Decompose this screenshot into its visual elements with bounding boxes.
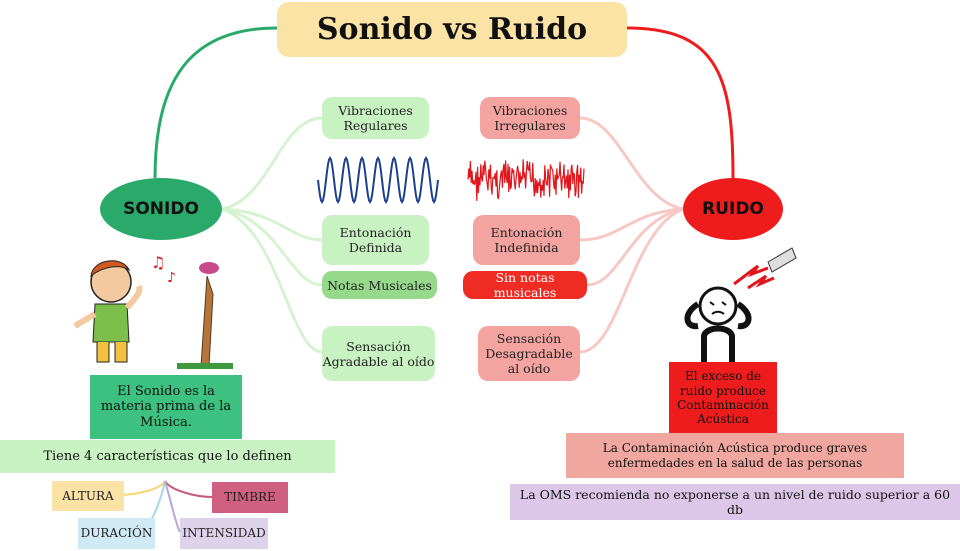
- sonido-definition: El Sonido es la materia prima de la Músi…: [90, 375, 242, 439]
- vibraciones-regulares: Vibraciones Regulares: [322, 97, 429, 139]
- noise-pollution-box: El exceso de ruido produce Contaminación…: [669, 362, 777, 434]
- oms-recommendation-box: La OMS recomienda no exponerse a un nive…: [510, 484, 960, 520]
- sin-notas-musicales: Sin notas musicales: [463, 270, 587, 300]
- svg-text:♪: ♪: [167, 270, 176, 286]
- char-altura: ALTURA: [52, 481, 124, 511]
- diagram-title: Sonido vs Ruido: [277, 2, 627, 57]
- notas-musicales: Notas Musicales: [322, 271, 437, 299]
- loudspeaker-icon: [733, 247, 797, 290]
- entonacion-indefinida: Entonación Indefinida: [473, 215, 580, 265]
- bird-on-tree-icon: [177, 262, 233, 369]
- sonido-illustration: ♫ ♪: [63, 246, 240, 372]
- sensacion-desagradable: Sensación Desagradable al oído: [478, 326, 580, 381]
- ruido-node: RUIDO: [683, 178, 783, 240]
- characteristics-intro: Tiene 4 características que lo definen: [0, 440, 335, 473]
- sensacion-agradable: Sensación Agradable al oído: [322, 326, 435, 381]
- health-effects-box: La Contaminación Acústica produce graves…: [566, 433, 904, 478]
- sonido-node: SONIDO: [100, 178, 222, 240]
- stressed-person-icon: [684, 286, 752, 362]
- boy-listening-icon: [73, 260, 143, 363]
- entonacion-definida: Entonación Definida: [322, 215, 429, 265]
- char-duracion: DURACIÓN: [78, 518, 155, 549]
- svg-text:♫: ♫: [151, 253, 165, 272]
- char-intensidad: INTENSIDAD: [180, 518, 268, 549]
- regular-wave-icon: [317, 156, 439, 204]
- irregular-wave-icon: [467, 159, 585, 201]
- vibraciones-irregulares: Vibraciones Irregulares: [480, 97, 580, 139]
- char-timbre: TIMBRE: [212, 482, 288, 513]
- music-notes-icon: ♫ ♪: [151, 253, 176, 286]
